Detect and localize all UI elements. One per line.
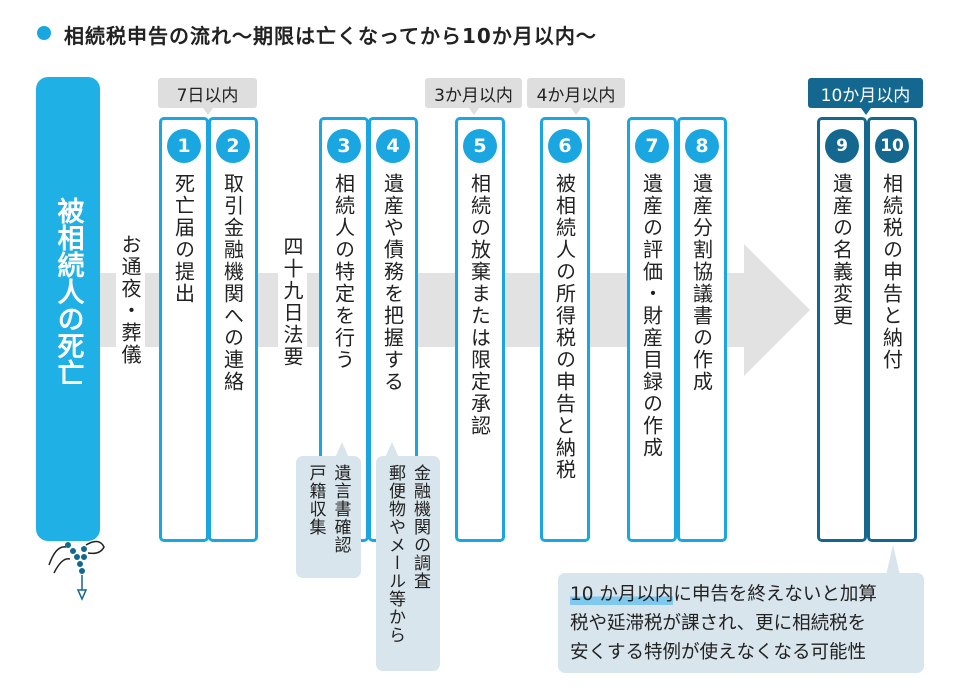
deadline-7-days: 7日以内 — [158, 78, 257, 115]
step-label: 遺産の評価・財産目録の作成 — [639, 173, 664, 459]
step-label: 遺産の名義変更 — [829, 173, 854, 327]
step-number: 4 — [376, 129, 410, 163]
step-label: 相続の放棄または限定承認 — [467, 173, 492, 437]
note-line: 税や延滞税が課され、更に相続税を — [570, 613, 867, 634]
callout-heirs: 戸籍収集 遺言書確認 — [296, 456, 361, 578]
event-memorial-49: 四十九日法要 — [278, 232, 307, 372]
timeline-arrow-icon — [744, 244, 810, 376]
step-3: 3 相続人の特定を行う — [319, 117, 369, 542]
step-2: 2 取引金融機関への連絡 — [208, 117, 258, 542]
step-10: 10 相続税の申告と納付 — [867, 117, 917, 542]
event-wake-funeral: お通夜・葬儀 — [116, 230, 145, 370]
step-label: 相続人の特定を行う — [331, 173, 356, 371]
step-label: 取引金融機関への連絡 — [220, 173, 245, 393]
step-8: 8 遺産分割協議書の作成 — [677, 117, 727, 542]
callout-line: 金融機関の調査 — [410, 464, 430, 590]
callout-assets: 郵便物やメール等から 金融機関の調査 — [376, 456, 440, 671]
death-box: 被相続人の死亡 — [36, 77, 100, 541]
step-number: 1 — [167, 129, 201, 163]
step-5: 5 相続の放棄または限定承認 — [455, 117, 505, 542]
step-label: 死亡届の提出 — [171, 173, 196, 305]
step-label: 遺産や債務を把握する — [380, 173, 405, 393]
callout-pointer — [335, 442, 349, 458]
step-label: 遺産分割協議書の作成 — [689, 173, 714, 393]
step-number: 3 — [327, 129, 361, 163]
step-9: 9 遺産の名義変更 — [817, 117, 867, 542]
death-label: 被相続人の死亡 — [52, 197, 84, 386]
step-7: 7 遺産の評価・財産目録の作成 — [627, 117, 677, 542]
step-number: 9 — [825, 129, 859, 163]
callout-line: 遺言書確認 — [330, 464, 351, 554]
note-line: 安くする特例が使えなくなる可能性 — [570, 642, 867, 663]
penalty-note: 10 か月以内に申告を終えないと加算 税や延滞税が課され、更に相続税を 安くする… — [558, 573, 924, 673]
title-bullet-icon — [37, 26, 51, 40]
deadline-3-months: 3か月以内 — [425, 78, 522, 115]
callout-line: 郵便物やメール等から — [385, 464, 405, 644]
note-line: に申告を終えないと加算 — [673, 584, 877, 605]
step-1: 1 死亡届の提出 — [159, 117, 209, 542]
deadline-4-months: 4か月以内 — [527, 78, 625, 115]
step-number: 8 — [685, 129, 719, 163]
page-title: 相続税申告の流れ〜期限は亡くなってから10か月以内〜 — [64, 24, 597, 48]
step-label: 相続税の申告と納付 — [879, 173, 904, 371]
step-6: 6 被相続人の所得税の申告と納税 — [540, 117, 590, 542]
callout-line: 戸籍収集 — [305, 464, 326, 536]
note-highlight: 10 か月以内 — [570, 584, 674, 605]
callout-pointer — [385, 442, 399, 458]
callout-pointer — [886, 545, 900, 575]
step-number: 5 — [463, 129, 497, 163]
step-number: 2 — [216, 129, 250, 163]
deadline-10-months: 10か月以内 — [808, 78, 923, 115]
step-number: 7 — [635, 129, 669, 163]
step-label: 被相続人の所得税の申告と納税 — [552, 173, 577, 481]
prayer-beads-hands-icon — [48, 540, 105, 601]
step-number: 10 — [875, 129, 909, 163]
step-number: 6 — [548, 129, 582, 163]
